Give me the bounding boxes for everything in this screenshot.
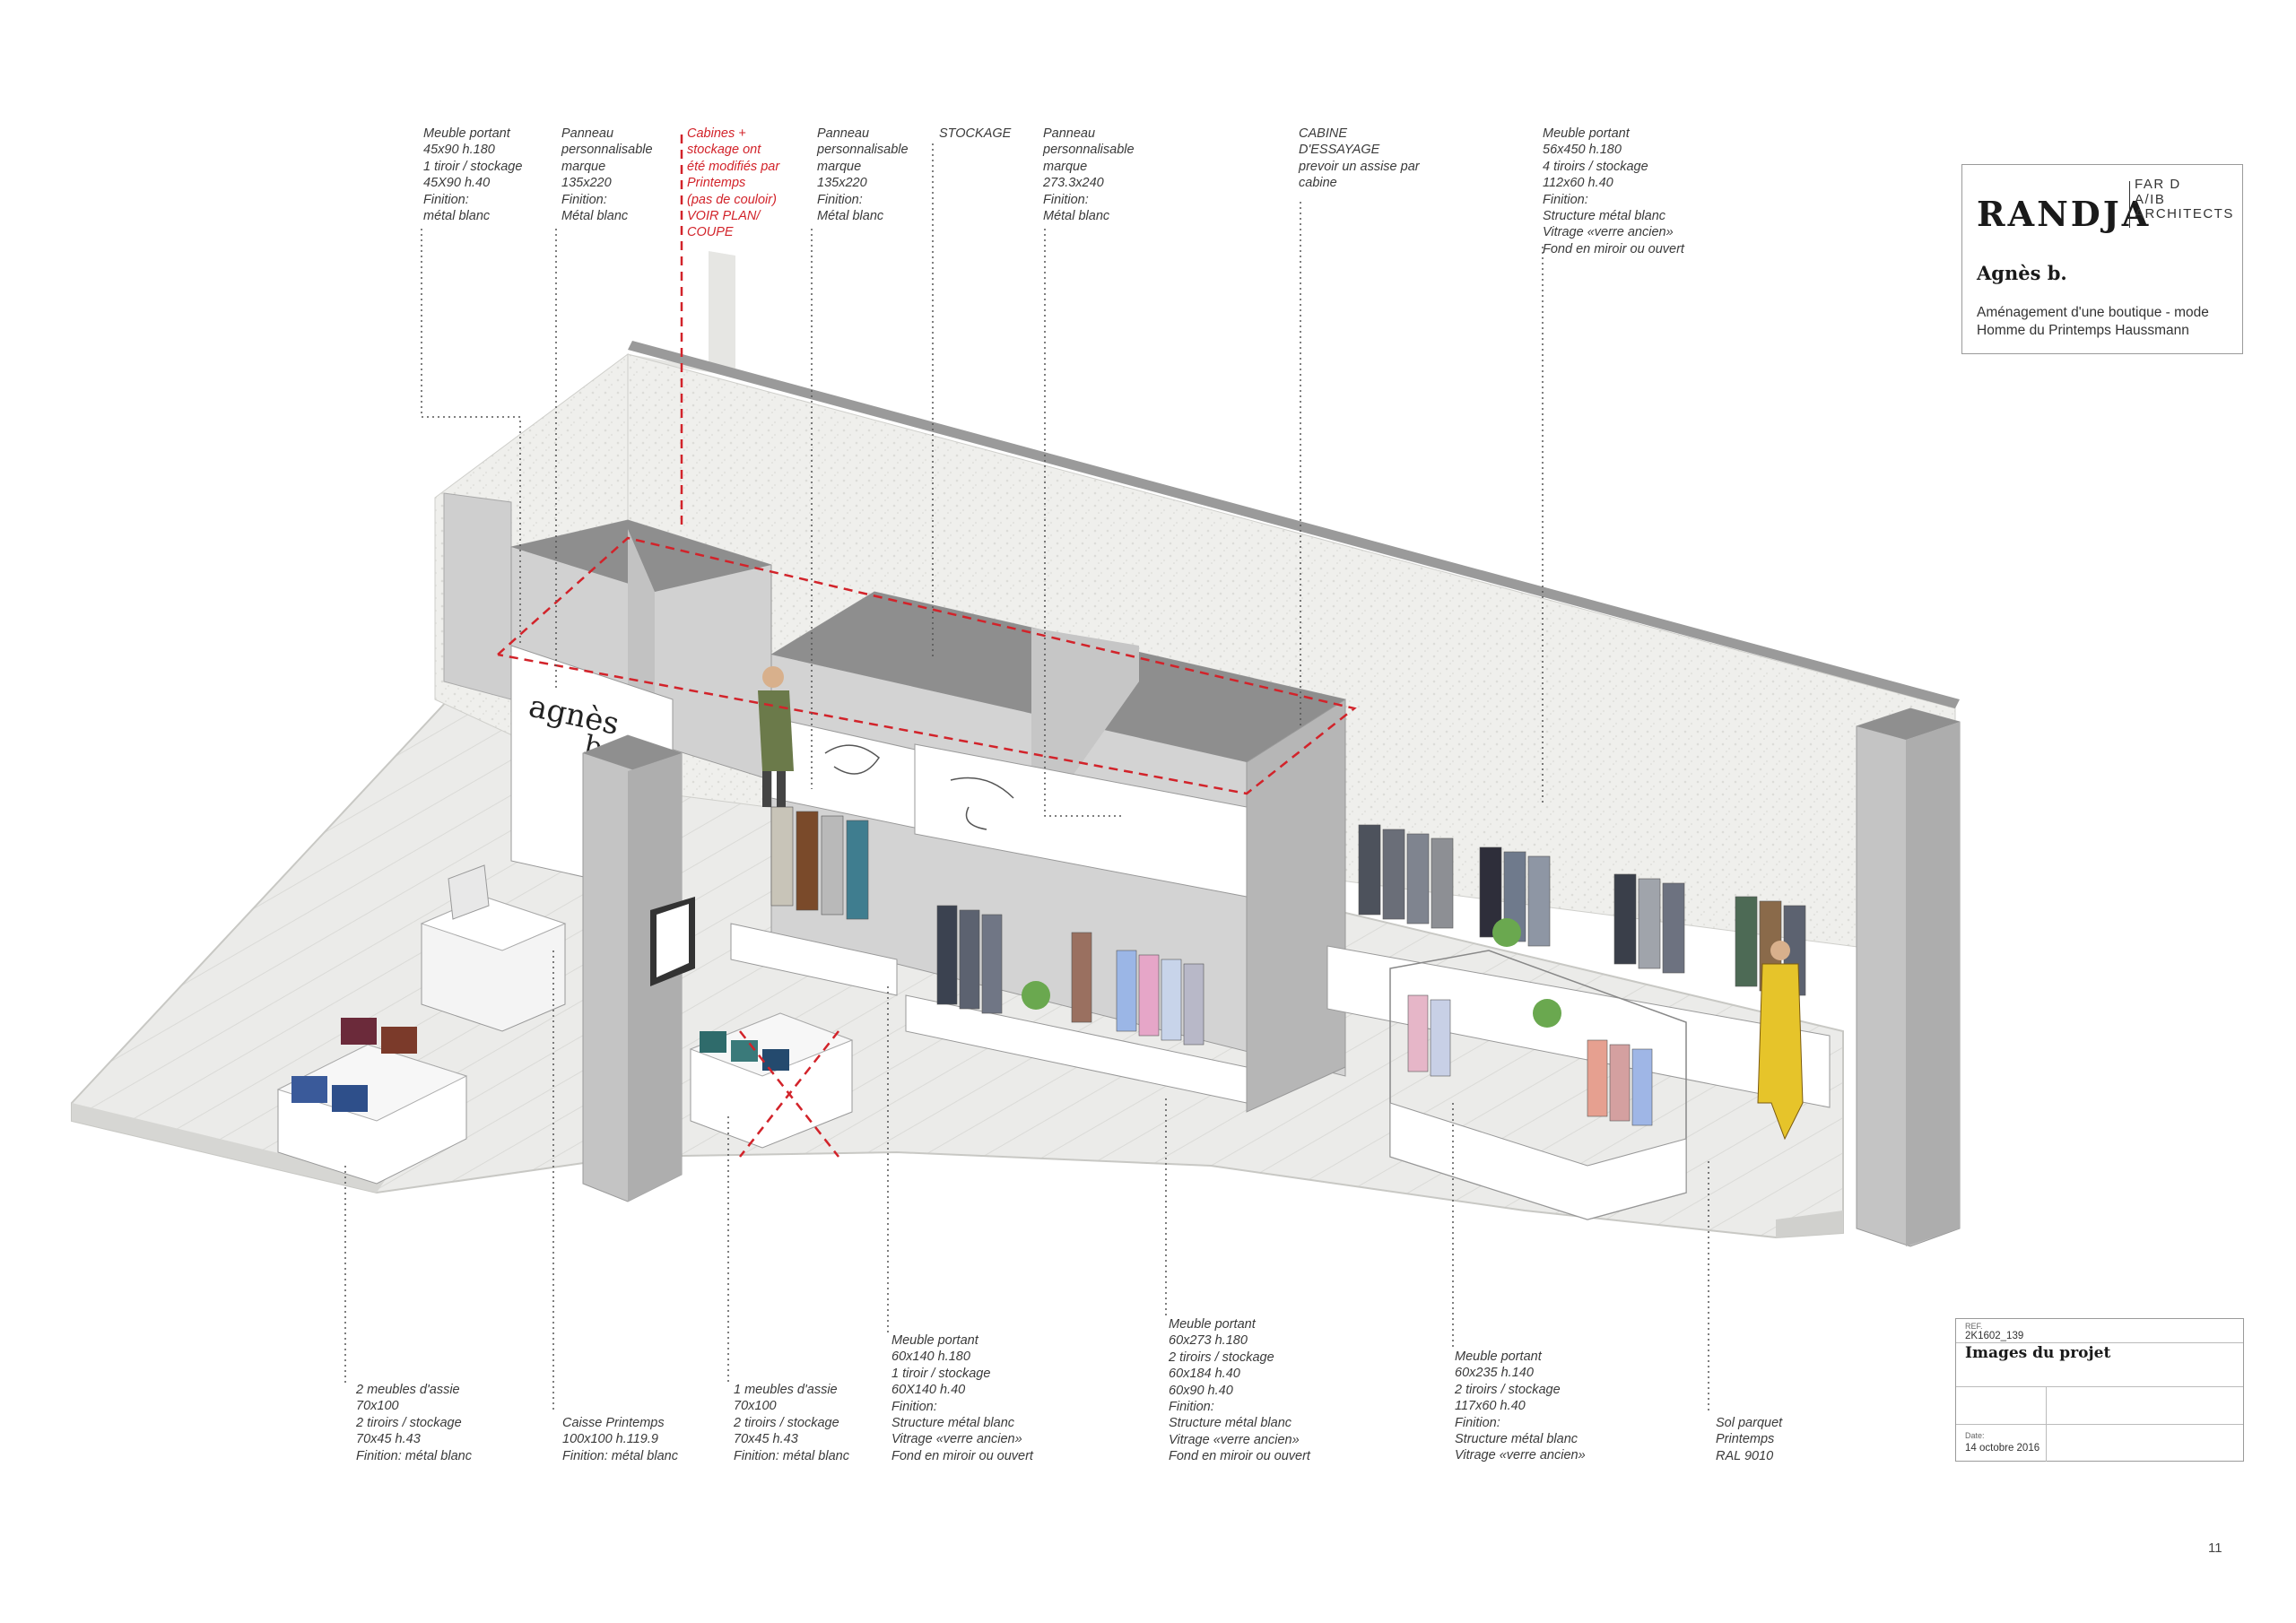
rack-left xyxy=(730,923,898,996)
brand-title: Agnès b. xyxy=(1977,262,2067,284)
logo-subtitle: FAR D A/IB ARCHITECTS xyxy=(2135,177,2234,221)
red-annotation xyxy=(497,135,1357,1158)
plant-1 xyxy=(1022,981,1050,1010)
figure-model-yellow xyxy=(1757,941,1804,1141)
figure-customer xyxy=(758,666,794,807)
date-value: 14 octobre 2016 xyxy=(1965,1443,2040,1454)
cabin-block-side xyxy=(1246,699,1346,1113)
plant-3 xyxy=(1533,999,1561,1028)
cartouche-title: Images du projet xyxy=(1965,1344,2111,1362)
note-stockage: STOCKAGE xyxy=(939,126,1012,141)
leader-lines xyxy=(344,143,1709,1412)
logo-divider xyxy=(2129,181,2130,228)
ref-label: REF. xyxy=(1965,1322,1983,1331)
plant-2 xyxy=(1492,918,1521,947)
project-description: Aménagement d'une boutique - mode Homme … xyxy=(1977,305,2209,338)
garments-center xyxy=(936,905,1205,1046)
back-wall-top-return xyxy=(628,251,735,377)
ref-value: 2K1602_139 xyxy=(1965,1331,2024,1341)
page-number: 11 xyxy=(2208,1541,2222,1556)
back-concrete-panel xyxy=(443,492,512,700)
garments-left xyxy=(770,806,869,920)
date-label: Date: xyxy=(1965,1431,1985,1440)
rack-right-long xyxy=(1326,945,1831,1108)
garments-front xyxy=(1407,994,1653,1126)
randja-logo: RANDJA xyxy=(1977,194,2152,234)
rack-center xyxy=(905,994,1248,1104)
cartouche: REF. 2K1602_139 Images du projet Date: 1… xyxy=(1955,1318,2244,1462)
title-block: RANDJA FAR D A/IB ARCHITECTS Agnès b. Am… xyxy=(1961,164,2243,354)
